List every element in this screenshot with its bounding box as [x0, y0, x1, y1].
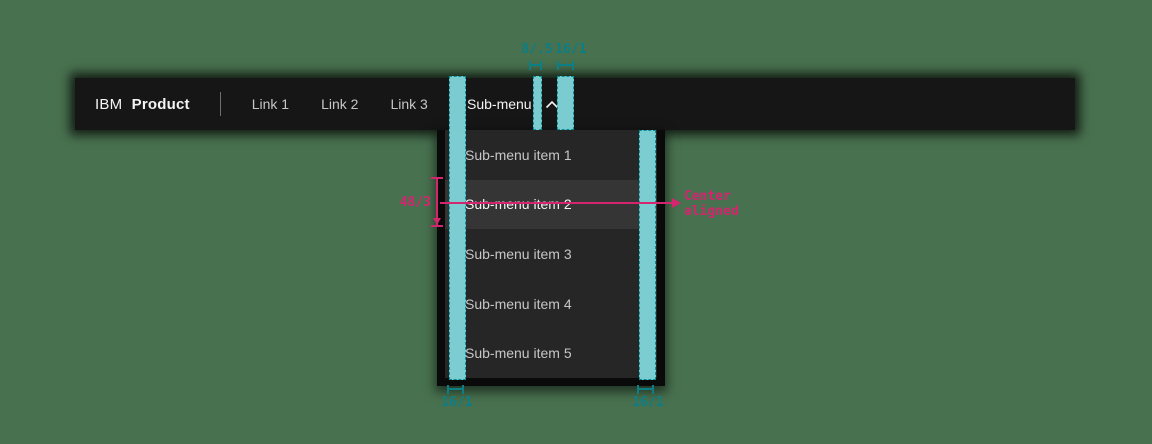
annotation-center-aligned-note: Center aligned [684, 189, 739, 219]
annotation-top-gap-label: 8/.5 [521, 42, 553, 57]
submenu-list: Sub-menu item 1 Sub-menu item 2 Sub-menu… [445, 130, 657, 378]
submenu-item-5[interactable]: Sub-menu item 5 [465, 345, 572, 362]
spacing-overlay-right-padding [557, 76, 574, 130]
center-note-line1: Center [684, 189, 731, 204]
annotation-item-height-label: 48/3 [399, 195, 431, 210]
chevron-up-icon [545, 100, 559, 109]
submenu-item-1[interactable]: Sub-menu item 1 [465, 146, 572, 163]
nav-link-2[interactable]: Link 2 [321, 96, 359, 112]
submenu-dropdown: Sub-menu item 1 Sub-menu item 2 Sub-menu… [437, 130, 665, 386]
spacing-overlay-dropdown-right-padding [639, 130, 656, 380]
right-arrow-icon [672, 198, 681, 208]
annotation-bottom-right-label: 16/1 [632, 395, 664, 410]
submenu-trigger-label: Sub-menu [467, 96, 532, 112]
measure-ibeam-icon [447, 385, 464, 394]
nav-link-1[interactable]: Link 1 [251, 96, 290, 112]
submenu-item-4[interactable]: Sub-menu item 4 [465, 295, 572, 312]
spacing-overlay-icon-gap [533, 76, 542, 130]
center-align-leader-line [440, 202, 672, 204]
spacing-overlay-left-padding [449, 76, 466, 380]
measure-ibeam-icon [529, 61, 542, 70]
nav-link-3[interactable]: Link 3 [390, 96, 428, 112]
submenu-item-3[interactable]: Sub-menu item 3 [465, 245, 572, 262]
app-header: IBM Product Link 1 Link 2 Link 3 Sub-men… [75, 78, 1075, 130]
center-note-line2: aligned [684, 204, 739, 219]
measure-ibeam-icon [557, 61, 574, 70]
item-height-measure-line [431, 177, 443, 227]
measure-ibeam-icon [637, 385, 654, 394]
header-nav: Link 1 Link 2 Link 3 [236, 78, 444, 130]
annotation-top-padding-label: 16/1 [555, 42, 587, 57]
brand-prefix: IBM [95, 95, 123, 113]
brand-name: Product [131, 95, 190, 113]
submenu-trigger[interactable]: Sub-menu [450, 78, 574, 130]
submenu-item-2[interactable]: Sub-menu item 2 [445, 179, 657, 230]
header-brand[interactable]: IBM Product [75, 96, 190, 113]
header-divider [219, 92, 221, 116]
down-arrow-icon [433, 218, 441, 225]
annotation-bottom-left-label: 16/1 [441, 395, 473, 410]
